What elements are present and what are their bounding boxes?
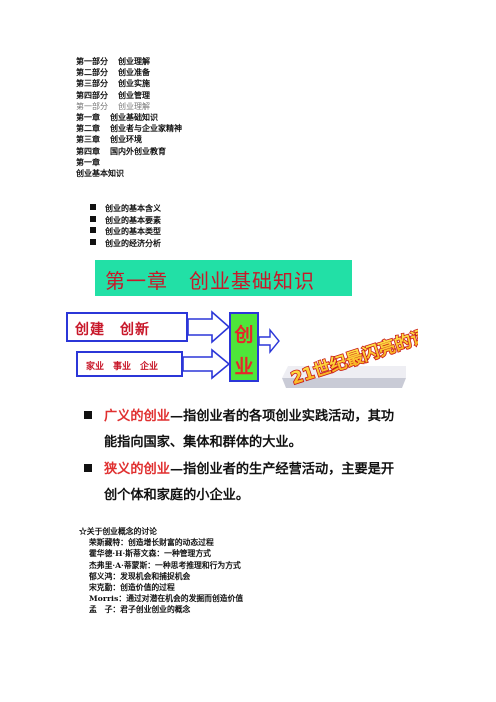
toc-chapter-2[interactable]: 第二章创业者与企业家精神: [76, 123, 182, 134]
term: 广义的创业: [104, 409, 170, 424]
chapter-heading: 第一章: [76, 156, 100, 167]
chapter-num: 第一章: [76, 112, 100, 123]
part-num: 第三部分: [76, 78, 108, 89]
box-label: 创建 创新: [75, 322, 150, 338]
chapter-name: 国内外创业教育: [110, 145, 166, 156]
definition-text: —指创业者的各项创业实践活动，其功: [169, 409, 395, 424]
toc-chapter-1[interactable]: 第一章创业基础知识: [76, 112, 182, 123]
current-part-heading: 第一部分创业理解: [76, 101, 182, 112]
chapter-banner: 第一章 创业基础知识: [95, 260, 352, 296]
list-item-label: 创业的经济分析: [105, 237, 161, 248]
center-char: 创: [234, 324, 254, 346]
list-item: 霍华德·H·斯蒂文森：一种管理方式: [89, 549, 211, 559]
chapter-num: 第二章: [76, 123, 100, 134]
part-num: 第一部分: [76, 101, 108, 111]
part-name: 创业理解: [118, 56, 150, 66]
chapter-name: 创业基础知识: [110, 112, 158, 123]
list-item: 宋克勤：创造价值的过程: [89, 583, 175, 593]
banner-title: 第一章 创业基础知识: [105, 269, 315, 293]
part-name: 创业实施: [118, 78, 150, 89]
toc-chapter-4[interactable]: 第四章国内外创业教育: [76, 146, 182, 157]
definition-text: 创个体和家庭的小企业。: [104, 488, 250, 503]
list-item: 杰弗里·A·蒂蒙斯：一种思考推理和行为方式: [89, 560, 241, 570]
box-label: 家业 事业 企业: [86, 362, 159, 372]
bullet-square-icon: [90, 215, 96, 222]
wordart-plinth-top: [282, 366, 406, 378]
toc-part-1[interactable]: 第一部分创业理解: [76, 56, 182, 67]
definition-text: —指创业者的生产经营活动，主要是开: [169, 462, 395, 477]
discussion-section: ☆关于创业概念的讨论 荣斯藏特：创造增长财富的动态过程 霍华德·H·斯蒂文森：一…: [79, 526, 243, 616]
list-item: 创业的基本类型: [90, 226, 161, 238]
center-char: 业: [234, 356, 254, 378]
list-item-label: 创业的基本要素: [105, 214, 161, 225]
broad-definition: 广义的创业—指创业者的各项创业实践活动，其功 能指向国家、集体和群体的大业。: [84, 404, 394, 456]
list-item-label: 创业的基本类型: [105, 226, 161, 236]
bullet-list: 创业的基本含义 创业的基本要素 创业的基本类型 创业的经济分析: [90, 203, 161, 249]
discussion-title: ☆关于创业概念的讨论: [79, 527, 157, 536]
toc-part-2[interactable]: 第二部分创业准备: [76, 67, 182, 78]
definition-text: 能指向国家、集体和群体的大业。: [104, 435, 302, 450]
wordart-plinth: [282, 378, 406, 388]
list-item: 创业的基本含义: [90, 203, 161, 215]
toc-part-3[interactable]: 第三部分创业实施: [76, 78, 182, 89]
family-career-enterprise-box: 家业 事业 企业: [76, 351, 183, 377]
bullet-square-icon: [90, 227, 96, 233]
chapter-name: 创业者与企业家精神: [110, 123, 182, 134]
list-item: 创业的经济分析: [90, 238, 161, 250]
toc-chapter-3[interactable]: 第三章创业环境: [76, 134, 182, 145]
bullet-square-icon: [90, 204, 96, 210]
bullet-square-icon: [90, 238, 96, 245]
part-name: 创业管理: [118, 89, 150, 100]
narrow-definition: 狭义的创业—指创业者的生产经营活动，主要是开 创个体和家庭的小企业。: [84, 457, 394, 509]
arrow-right-icon: [182, 348, 231, 380]
chuangye-box: 创 业: [229, 312, 259, 382]
bullet-square-icon: [84, 464, 92, 472]
term: 狭义的创业: [104, 462, 170, 477]
table-of-contents: 第一部分创业理解 第二部分创业准备 第三部分创业实施 第四部分创业管理 第一部分…: [76, 56, 182, 179]
list-item: 创业的基本要素: [90, 215, 161, 227]
create-innovate-box: 创建 创新: [66, 312, 188, 342]
section-heading: 创业基本知识: [76, 168, 124, 179]
part-name: 创业理解: [118, 101, 150, 111]
chapter-num: 第四章: [76, 145, 100, 156]
wordart-banner: 21世纪最闪亮的词: [282, 324, 418, 390]
list-item: 荣斯藏特：创造增长财富的动态过程: [89, 538, 214, 548]
chapter-name: 创业环境: [110, 134, 142, 145]
bullet-square-icon: [84, 411, 92, 419]
part-num: 第二部分: [76, 67, 108, 78]
list-item: 郁义鸿：发现机会和捕捉机会: [89, 571, 191, 581]
list-item: 孟 子：君子创业创业的概念: [89, 605, 191, 615]
part-name: 创业准备: [118, 67, 150, 78]
toc-part-4[interactable]: 第四部分创业管理: [76, 90, 182, 101]
list-item-label: 创业的基本含义: [105, 203, 161, 213]
chapter-num: 第三章: [76, 134, 100, 145]
list-item: Morris：通过对潜在机会的发掘而创造价值: [89, 594, 244, 604]
arrow-right-icon: [258, 328, 280, 354]
arrow-right-icon: [187, 310, 231, 344]
part-num: 第一部分: [76, 56, 108, 66]
part-num: 第四部分: [76, 89, 108, 100]
